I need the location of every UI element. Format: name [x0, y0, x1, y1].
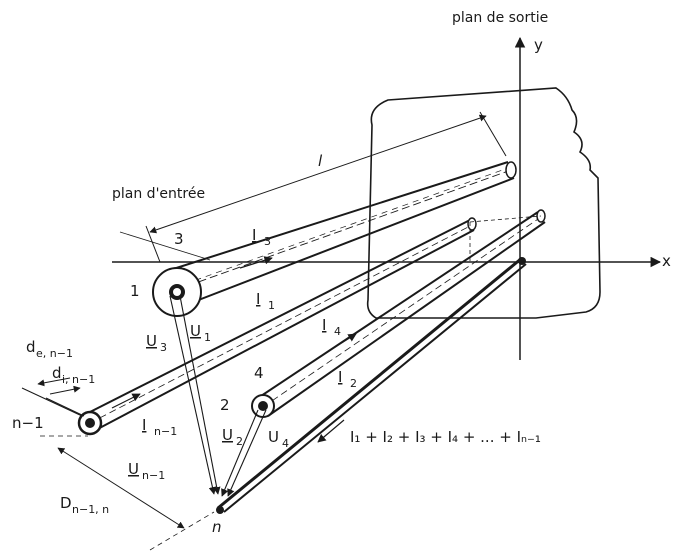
svg-text:3: 3	[160, 341, 167, 354]
return-conductor	[216, 256, 527, 514]
conductor-number-2: 2	[220, 396, 230, 414]
svg-text:n−1, n: n−1, n	[72, 503, 109, 516]
voltage-label-u1: U 1	[190, 322, 211, 344]
voltage-label-u4: U 4	[268, 428, 289, 450]
svg-text:1: 1	[204, 331, 211, 344]
svg-text:2: 2	[236, 435, 243, 448]
svg-text:I: I	[142, 416, 146, 434]
outer-diameter-label: d e, n−1	[26, 338, 73, 360]
voltage-arrow-u2	[221, 409, 259, 497]
voltage-arrow-u1	[179, 295, 221, 495]
conductor-n-1	[77, 217, 477, 436]
current-label-i1: I 1	[256, 290, 275, 312]
entry-plane-label: plan d'entrée	[112, 186, 205, 202]
current-label-i2: I 2	[338, 368, 357, 390]
exit-plane	[366, 87, 601, 319]
conductor-2-4	[251, 209, 546, 418]
y-axis-label: y	[534, 36, 543, 54]
inner-diameter-label: d i, n−1	[52, 364, 95, 386]
svg-text:U: U	[146, 332, 157, 350]
exit-plane-label: plan de sortie	[452, 10, 548, 26]
svg-text:I: I	[256, 290, 260, 308]
svg-text:I: I	[252, 226, 256, 244]
voltage-arrow-u4	[227, 409, 267, 497]
node-n-label: n	[212, 518, 222, 536]
de-dimension	[21, 387, 83, 417]
conductor-number-n-1: n−1	[12, 414, 44, 432]
current-arrow-i4	[329, 333, 357, 351]
svg-text:1: 1	[268, 299, 275, 312]
entry-plane-line	[119, 231, 211, 261]
svg-text:U: U	[222, 426, 233, 444]
svg-text:4: 4	[334, 325, 341, 338]
svg-text:d: d	[52, 364, 62, 382]
svg-text:i, n−1: i, n−1	[62, 373, 95, 386]
x-axis-label: x	[662, 252, 671, 270]
svg-text:n−1: n−1	[142, 469, 165, 482]
svg-text:4: 4	[282, 437, 289, 450]
projection-line	[469, 215, 542, 223]
svg-text:I: I	[322, 316, 326, 334]
current-label-i4: I 4	[322, 316, 341, 338]
svg-text:U: U	[268, 428, 279, 446]
return-current-sum: I₁ + I₂ + I₃ + I₄ + ... + Iₙ₋₁	[350, 428, 541, 446]
voltage-arrow-u3	[169, 295, 217, 495]
svg-text:U: U	[190, 322, 201, 340]
voltage-label-u2: U 2	[222, 426, 243, 448]
voltage-label-un1: U n−1	[128, 460, 165, 482]
conductor-number-3: 3	[174, 230, 184, 248]
length-dimension	[149, 114, 487, 234]
voltage-label-u3: U 3	[146, 332, 167, 354]
svg-text:d: d	[26, 338, 36, 356]
svg-text:2: 2	[350, 377, 357, 390]
svg-text:U: U	[128, 460, 139, 478]
current-label-in1: I n−1	[142, 416, 177, 438]
length-label: l	[318, 152, 323, 170]
current-arrow-in1	[111, 393, 141, 409]
conductor-number-4: 4	[254, 364, 264, 382]
D-dimension	[57, 447, 185, 529]
svg-text:n−1: n−1	[154, 425, 177, 438]
current-label-i3: I 3	[252, 226, 271, 248]
current-arrow-sum	[317, 419, 345, 443]
conductor-1-3	[152, 161, 517, 317]
di-dimension	[45, 397, 85, 417]
svg-text:I: I	[338, 368, 342, 386]
distance-label: D n−1, n	[60, 494, 109, 516]
svg-text:D: D	[60, 494, 72, 512]
svg-text:e, n−1: e, n−1	[36, 347, 73, 360]
svg-text:3: 3	[264, 235, 271, 248]
conductor-number-1: 1	[130, 282, 140, 300]
current-arrow-i3	[239, 256, 273, 269]
